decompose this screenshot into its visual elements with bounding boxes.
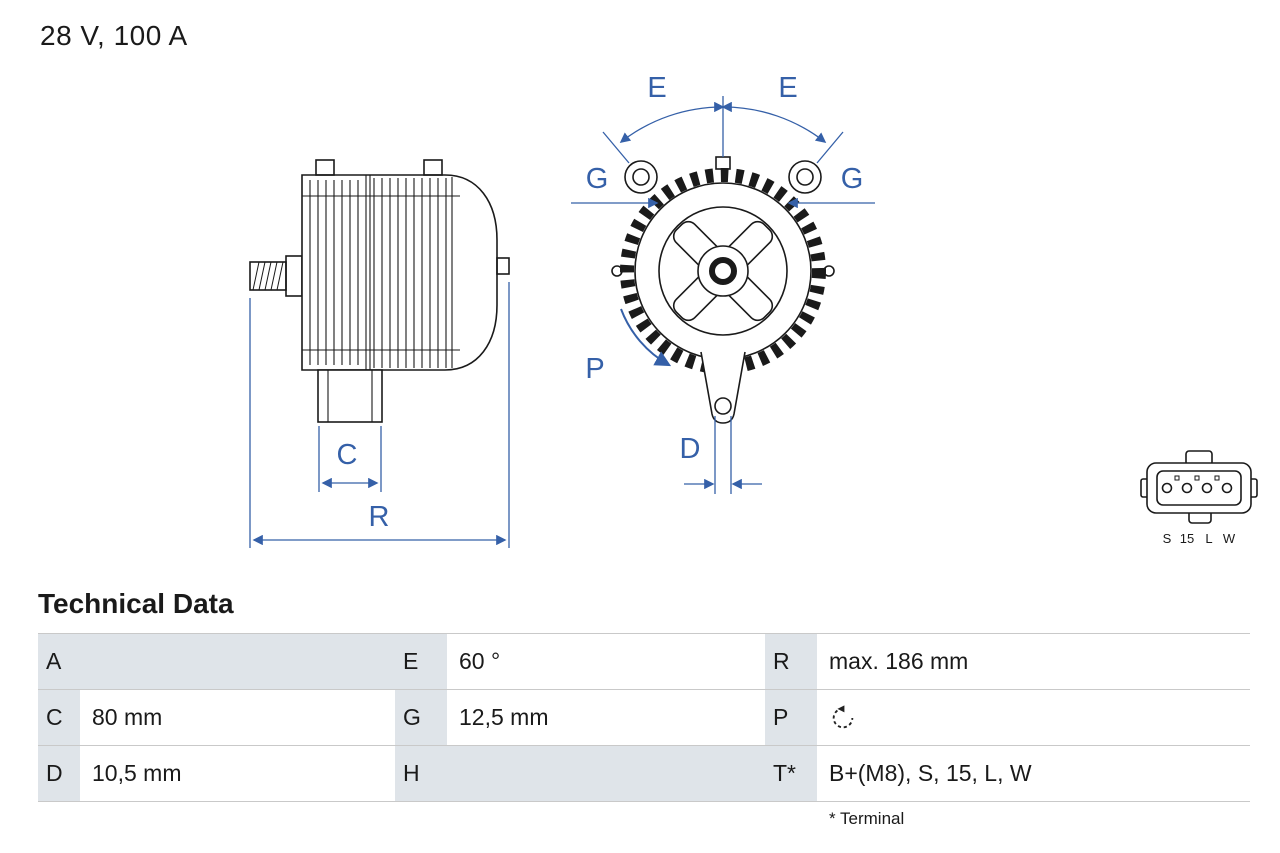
dim-label-g-left: G [586, 163, 609, 195]
td-label-p: P [765, 689, 817, 745]
dim-label-e-left: E [647, 72, 666, 104]
thread-hatch [252, 261, 284, 291]
td-value-p [817, 689, 1250, 745]
connector-pin-l [1201, 482, 1213, 494]
alternator-front-view [611, 156, 835, 424]
td-label-g: G [395, 689, 447, 745]
td-value-d: 10,5 mm [80, 745, 395, 801]
td-label-h: H [395, 745, 447, 801]
alternator-side-view [249, 159, 510, 423]
mount-hole-left [632, 168, 650, 186]
rear-connector-stub [496, 257, 510, 275]
td-value-t: B+(M8), S, 15, L, W [817, 745, 1250, 801]
td-value-e: 60 ° [447, 633, 765, 689]
side-boss-right [823, 265, 835, 277]
td-label-a: A [38, 633, 80, 689]
td-label-c: C [38, 689, 80, 745]
rotation-direction-icon [829, 704, 857, 732]
technical-data-heading: Technical Data [38, 588, 234, 619]
connector-pin-label-l: L [1205, 531, 1212, 546]
td-label-e: E [395, 633, 447, 689]
housing-section-lines [302, 175, 460, 370]
dimension-labels: E E G G P C R D [337, 72, 864, 533]
shaft-center [709, 257, 737, 285]
bottom-lug-hole [714, 397, 732, 415]
connector-pin-s [1161, 482, 1173, 494]
connector-pin-labels: S 15 L W [1163, 531, 1236, 546]
top-center-tab [715, 156, 731, 170]
connector-pin-label-s: S [1163, 531, 1172, 546]
top-terminal-tab [315, 159, 335, 176]
dim-label-r: R [369, 501, 390, 533]
connector-pin-label-15: 15 [1180, 531, 1194, 546]
dim-e-ext-left [602, 131, 630, 164]
td-value-h [447, 745, 765, 801]
mounting-foot [317, 369, 383, 423]
td-value-a [80, 633, 395, 689]
td-value-c: 80 mm [80, 689, 395, 745]
connector-pin-w [1221, 482, 1233, 494]
dim-c-extension-lines [318, 426, 382, 492]
td-label-r: R [765, 633, 817, 689]
dim-e-ext-right [816, 131, 844, 164]
bottom-lug [700, 351, 746, 424]
hub-ring [697, 245, 749, 297]
connector-key-2 [1194, 475, 1200, 481]
shaft-collar [285, 255, 303, 297]
dim-label-e-right: E [778, 72, 797, 104]
technical-drawing: E E G G P C R D S 15 L [249, 72, 1258, 548]
dim-label-d: D [680, 433, 701, 465]
connector-inner-frame [1156, 470, 1242, 506]
dim-label-g-right: G [841, 163, 864, 195]
side-view-dimensions [249, 282, 510, 548]
front-view-dimensions [571, 96, 875, 494]
td-label-t: T* [765, 745, 817, 801]
connector-view [1140, 450, 1258, 524]
part-rating-title: 28 V, 100 A [40, 20, 188, 51]
dim-e-arc-right [721, 101, 827, 143]
housing-outline [301, 174, 498, 371]
connector-key-3 [1214, 475, 1220, 481]
terminal-footnote: * Terminal [829, 809, 905, 828]
top-lug-tab [423, 159, 443, 176]
dim-label-p: P [585, 353, 604, 385]
mount-hole-right [796, 168, 814, 186]
connector-key-1 [1174, 475, 1180, 481]
technical-data-table: A E 60 ° R max. 186 mm C 80 mm G 12,5 mm… [38, 633, 1250, 802]
connector-pin-15 [1181, 482, 1193, 494]
connector-body [1146, 462, 1252, 514]
dim-r-extension-lines [249, 282, 510, 548]
side-boss-left [611, 265, 623, 277]
dim-e-arc-left [619, 101, 725, 143]
dim-d-extension-lines [714, 416, 732, 494]
td-label-d: D [38, 745, 80, 801]
fan-opening-circle [658, 206, 788, 336]
rotation-direction-arc [620, 308, 672, 367]
connector-pin-label-w: W [1223, 531, 1236, 546]
cooling-fins [309, 178, 447, 368]
mounting-foot-detail [327, 370, 373, 422]
dim-label-c: C [337, 439, 358, 471]
td-value-r: max. 186 mm [817, 633, 1250, 689]
technical-data-section: Technical Data A E 60 ° R max. 186 mm C … [38, 588, 1250, 829]
td-value-g: 12,5 mm [447, 689, 765, 745]
